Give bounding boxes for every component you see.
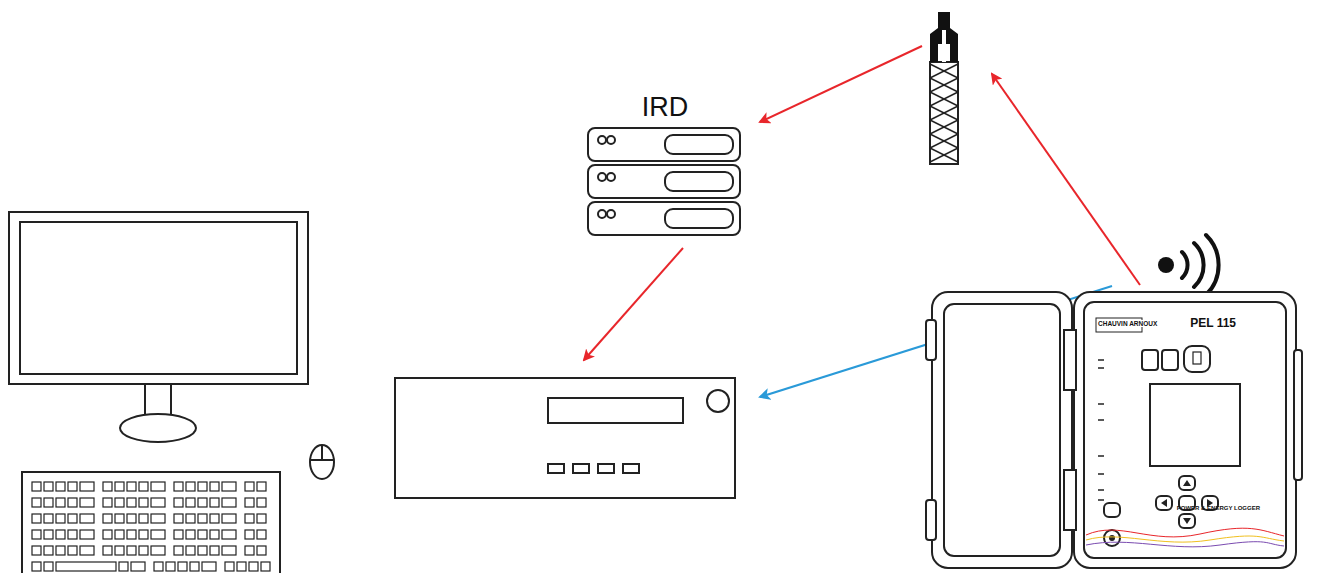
device-text: POWER & ENERGY LOGGER [1177,505,1260,511]
model-name: PEL 115 [1190,316,1236,330]
keyboard-keys [32,482,270,571]
node-label: IRD [642,92,689,123]
server-node: IRD [585,92,745,238]
computer [9,212,334,573]
logger-node: CHAUVIN ARNOUX PEL 115POWER & ENERGY LOGG… [922,282,1306,573]
wireless-icon [1158,235,1219,295]
receiver [395,378,735,498]
device-text: CHAUVIN ARNOUX [1098,320,1157,327]
antenna-tower [930,12,958,164]
